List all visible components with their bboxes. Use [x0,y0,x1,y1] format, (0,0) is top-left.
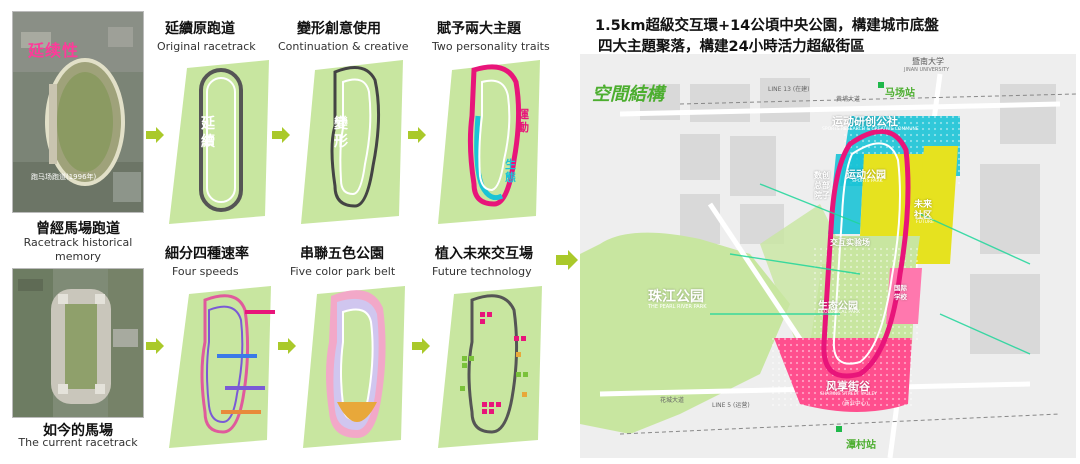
step-1-subtitle: Original racetrack [157,40,256,53]
flow-arrow-3 [408,127,426,143]
current-caption-zh: 如今的馬場 [43,423,113,439]
step-5-diagram [303,286,405,448]
flow-arrow-1 [146,127,164,143]
step-6-title: 植入未來交互場 [435,246,533,262]
zone-school-2: 学校 [894,293,907,301]
overlay-subtitle: 跑马场跑道(1996年) [31,173,97,181]
road-huangpu: 黄埔大道 [836,96,861,103]
step-5-title: 串聯五色公園 [300,246,384,262]
step-4-subtitle: Four speeds [172,265,239,278]
road-huacheng: 花城大道 [660,397,685,404]
zone-digital-3: 院子 [814,191,830,200]
map-title-line-2: 四大主題聚落，構建24小時活力超級街區 [598,39,865,55]
flow-arrow-5 [278,338,296,354]
step-1-title: 延續原跑道 [165,21,235,37]
zone-digital-1: 数创 [814,171,830,180]
zone-future-2: 社区 [914,211,933,221]
overlay-title: 延续性 [28,41,80,60]
step-2-title: 變形創意使用 [297,21,381,37]
zone-eco: 生态公园 [818,301,858,312]
historical-aerial-illustration [13,12,143,212]
step-6-diagram [438,286,542,448]
step-3-subtitle: Two personality traits [432,40,550,53]
historical-aerial-photo: 延续性 跑马场跑道(1996年) [12,11,144,213]
zone-interact: 交互实验场 [830,238,870,247]
step-1-mark: 延續 [201,116,215,150]
step-2-subtitle: Continuation & creative [278,40,409,53]
step-1-diagram [169,60,269,224]
flow-arrow-2 [272,127,290,143]
step-6-subtitle: Future technology [432,265,532,278]
station-north: 马场站 [885,88,915,99]
road-line13: LINE 13 (在建) [768,86,810,93]
zone-sports: 运动公园 [846,170,886,181]
landmark-zh: 暨南大学 [912,57,944,66]
zone-future-en: FUTURE [916,220,934,225]
zone-street-sub: (商业中心) [842,401,869,407]
section-title: 空間結構 [592,84,664,105]
landmark-en: JINAN UNIVERSITY [904,67,950,73]
step-2-mark: 變形 [334,116,348,150]
map-title-line-1: 1.5km超級交互環+14公頃中央公園，構建城市底盤 [595,18,939,34]
current-caption-en: The current racetrack [18,436,138,449]
current-aerial-illustration [13,269,143,417]
zone-pearl: 珠江公园 [648,289,704,305]
step-5-subtitle: Five color park belt [290,265,396,278]
step-4-title: 細分四種速率 [165,246,249,262]
current-aerial-photo [12,268,144,418]
master-plan-map [580,54,1076,458]
zone-pearl-en: THE PEARL RIVER PARK [648,304,707,310]
flow-arrow-4 [146,338,164,354]
step-3-mark-eco: 生態 [505,158,516,184]
historical-caption-zh: 曾經馬場跑道 [36,221,120,237]
step-2-diagram [301,60,403,224]
step-3-mark-sports: 運動 [518,108,529,134]
zone-future-1: 未来 [914,200,933,210]
zone-lab-en: SPORTS RESEARCH & CREATIVE COMMUNE [822,127,919,132]
zone-street-en: SHARING STREET VALLEY [820,392,878,397]
station-south: 潭村站 [846,440,876,451]
flow-arrow-to-map [556,250,578,270]
road-line5: LINE 5 (运营) [712,402,750,409]
zone-eco-en: ECOLOGICAL PARK [818,310,860,315]
step-3-diagram [438,60,540,224]
step-4-diagram [169,286,275,448]
zone-digital-2: 总部 [814,181,830,190]
step-3-title: 賦予兩大主題 [437,21,521,37]
zone-school-1: 国际 [894,284,907,292]
zone-lab: 运动研创公社 [832,115,898,128]
flow-arrow-6 [412,338,430,354]
historical-caption-en: Racetrack historical memory [23,236,133,263]
zone-sports-en: SPORTS PARK [852,179,883,184]
zone-street: 风享街谷 [826,380,870,393]
